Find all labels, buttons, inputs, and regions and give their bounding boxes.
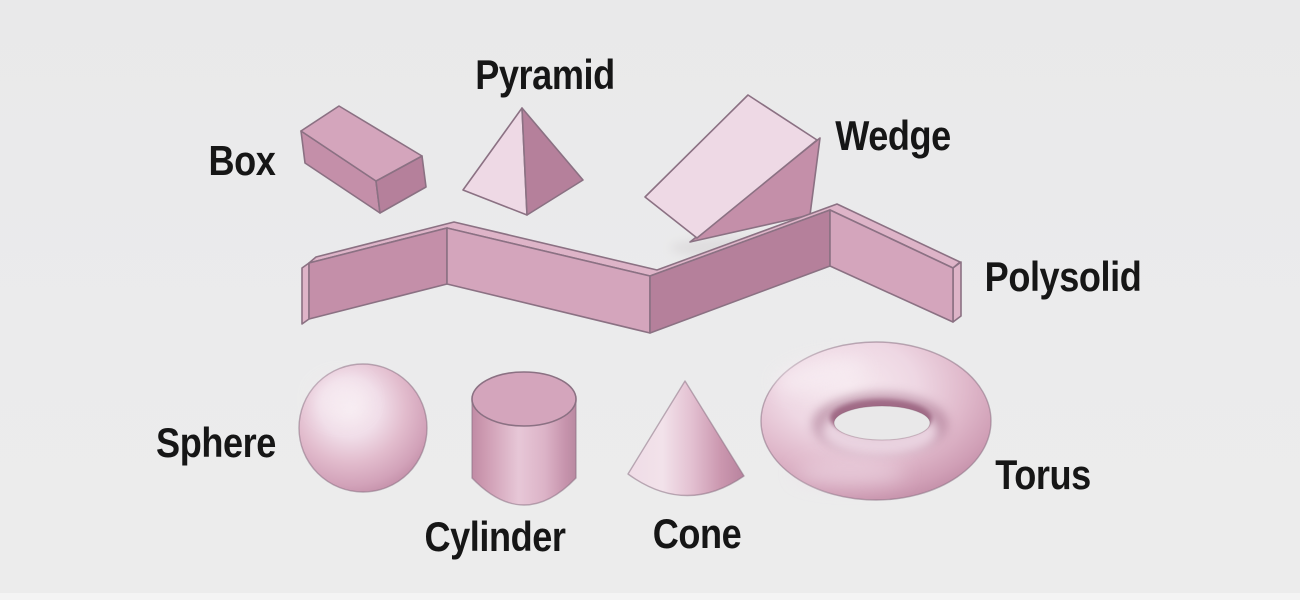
sphere-shape xyxy=(298,363,428,493)
label-wedge: Wedge xyxy=(835,112,951,159)
cone-shape xyxy=(627,380,745,497)
sphere-highlight xyxy=(315,379,367,419)
sphere-body xyxy=(298,363,428,493)
torus-shape xyxy=(760,341,992,501)
torus-bottom-sheen xyxy=(795,461,905,485)
label-cylinder: Cylinder xyxy=(424,513,566,560)
polysolid-shape xyxy=(301,203,962,334)
label-box: Box xyxy=(208,137,276,184)
label-polysolid: Polysolid xyxy=(984,253,1142,300)
torus-hole xyxy=(833,405,931,441)
polysolid-left-end-cap xyxy=(301,262,310,325)
label-sphere: Sphere xyxy=(156,419,276,466)
pyramid-right-face xyxy=(521,107,584,216)
label-pyramid: Pyramid xyxy=(475,51,615,98)
label-cone: Cone xyxy=(652,510,742,557)
cylinder-top-face xyxy=(471,371,577,427)
wedge-shape xyxy=(644,94,821,259)
pyramid-left-face xyxy=(462,107,528,216)
torus-top-highlight xyxy=(775,358,865,394)
bottom-edge-strip xyxy=(0,593,1300,600)
label-torus: Torus xyxy=(995,451,1091,498)
polysolid-right-end-cap xyxy=(952,261,962,323)
cylinder-body xyxy=(471,399,577,506)
box-shape xyxy=(300,105,427,214)
pyramid-shape xyxy=(462,107,584,216)
wedge-slope-face xyxy=(644,94,818,239)
cone-body xyxy=(627,380,745,497)
polysolid-segment-4 xyxy=(829,209,954,323)
box-top-face xyxy=(300,105,423,182)
cylinder-shape xyxy=(471,371,577,506)
